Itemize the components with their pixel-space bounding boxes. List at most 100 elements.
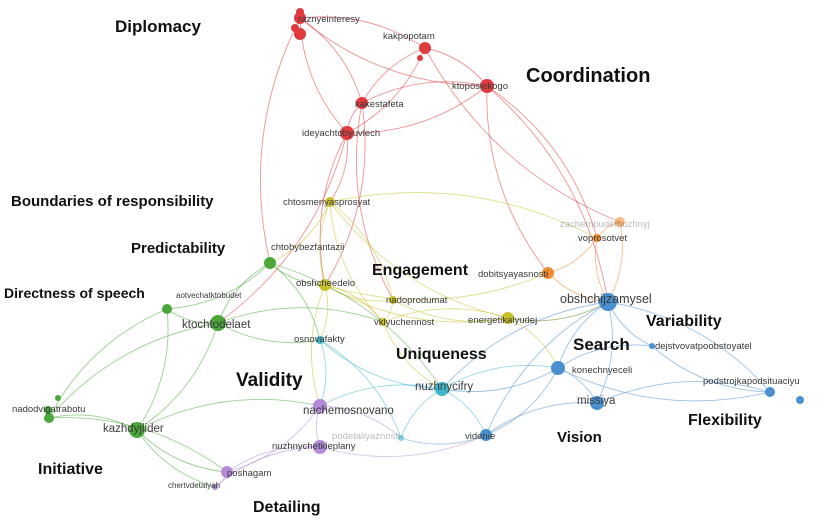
node-dot-cher[interactable] [212, 484, 218, 490]
node-voprosotvet[interactable]: voprosotvet [578, 233, 627, 244]
node-obshcheedelo[interactable]: obshcheedelo [296, 278, 355, 291]
node-dot-vopr[interactable] [593, 234, 601, 242]
node-label-nachemosnovano: nachemosnovano [303, 405, 394, 417]
edge-kone-dejs [557, 344, 653, 369]
node-dot-kake[interactable] [356, 97, 368, 109]
node-dot-obsc[interactable] [319, 279, 331, 291]
node-podetaliyaznosti[interactable]: podetaliyaznosti [332, 431, 404, 442]
node-nuzhnychetkieplany[interactable]: nuzhnychetkieplany [272, 440, 356, 454]
node-dot-zach[interactable] [615, 217, 625, 227]
cluster-label-layer: Diplomacy Coordination Boundaries of res… [4, 17, 762, 516]
node-dot-nacn[interactable] [313, 399, 327, 413]
node-label-dobitsyayasnosti: dobitsyayasnosti [478, 269, 548, 280]
minor-node-dot-4 [44, 406, 52, 414]
edge-kazh-posh [136, 429, 228, 473]
edge-nacn-pode [319, 405, 402, 439]
cluster-search: Search [573, 335, 630, 354]
node-dot-dobi[interactable] [542, 267, 554, 279]
node-aotvechatktobudet[interactable]: aotvechatktobudet [162, 291, 242, 314]
node-dot-chtb[interactable] [264, 257, 276, 269]
node-label-podetaliyaznosti: podetaliyaznosti [332, 431, 400, 442]
node-kazhdyjlider[interactable]: kazhdyjlider [103, 422, 164, 438]
node-nadodvigatrabotu[interactable]: nadodvigatrabotu [12, 404, 85, 423]
node-chtobybezfantazii[interactable]: chtobybezfantazii [264, 242, 344, 269]
node-nachemosnovano[interactable]: nachemosnovano [303, 399, 394, 417]
node-dot-idey[interactable] [340, 126, 354, 140]
edge-ktoc-osno [217, 322, 321, 344]
node-label-voprosotvet: voprosotvet [578, 233, 627, 244]
node-dot-nuzc[interactable] [435, 382, 449, 396]
node-ktoposlekogo[interactable]: ktoposlekogo [452, 79, 508, 93]
node-label-nuzhnychetkieplany: nuzhnychetkieplany [272, 441, 356, 452]
node-vklyuchennost[interactable]: vklyuchennost [374, 317, 435, 328]
node-dot-ktoc[interactable] [210, 315, 226, 331]
node-label-ktoposlekogo: ktoposlekogo [452, 81, 508, 92]
node-dot-posh[interactable] [221, 466, 233, 478]
edge-kakp-ktop [424, 47, 488, 87]
edge-ktop-dobi [486, 85, 549, 274]
edge-kake-nado [355, 102, 394, 301]
node-dot-nuzp[interactable] [313, 440, 327, 454]
node-podstrojkapodsituaciyu[interactable]: podstrojkapodsituaciyu [703, 376, 800, 397]
node-dot-kone[interactable] [551, 361, 565, 375]
cluster-coordination: Coordination [526, 65, 650, 87]
node-dot-chto[interactable] [325, 197, 335, 207]
node-dot-pode[interactable] [398, 435, 404, 441]
edge-nuzc-vide [441, 388, 487, 436]
node-energetikalyudej[interactable]: energetikalyudej [468, 312, 537, 326]
edge-nuzp-cher [214, 446, 321, 488]
node-obshchijzamysel[interactable]: obshchijzamysel [560, 292, 652, 311]
node-osnovafakty[interactable]: osnovafakty [294, 334, 345, 345]
node-nuzhnycifry[interactable]: nuzhnycifry [415, 381, 473, 396]
edge-aotv-kazh [136, 308, 169, 431]
edge-chtb-aotv [166, 262, 271, 310]
cluster-predictability: Predictability [131, 240, 226, 257]
node-dot-nado[interactable] [389, 296, 397, 304]
node-nadoprodumat[interactable]: nadoprodumat [386, 295, 448, 306]
node-ktochtodelaet[interactable]: ktochtodelaet [182, 315, 251, 331]
node-dot-vkly[interactable] [379, 318, 387, 326]
node-kakestafeta[interactable]: kakestafeta [355, 97, 404, 110]
node-dot-vide[interactable] [480, 429, 492, 441]
edge-kakp-kake [361, 47, 426, 104]
minor-node-dot-5 [55, 395, 61, 401]
edge-obsc-nacn [311, 284, 326, 407]
node-dot-obsz[interactable] [599, 293, 617, 311]
node-dot-pods[interactable] [765, 387, 775, 397]
node-poshagam[interactable]: poshagam [221, 466, 271, 479]
cluster-vision: Vision [557, 429, 602, 446]
node-dot-nado2[interactable] [44, 413, 54, 423]
node-label-ideyachtobyuvlech: ideyachtobyuvlech [302, 128, 380, 139]
node-chtosmenyasprosyat[interactable]: chtosmenyasprosyat [283, 197, 370, 208]
node-dejstvovatpoobstoyatel[interactable]: dejstvovatpoobstoyatel [649, 341, 752, 352]
node-zachembudetnuzhnyj[interactable]: zachembudetnuzhnyj [560, 217, 650, 230]
edge-nuzc-kone [441, 364, 559, 390]
node-videnie[interactable]: videnie [465, 429, 495, 442]
node-dot-kakp[interactable] [419, 42, 431, 54]
node-dot-kazh[interactable] [129, 422, 145, 438]
node-label-nadodvigatrabotu: nadodvigatrabotu [12, 404, 85, 415]
node-dot-ktop[interactable] [480, 79, 494, 93]
node-dot-dejs[interactable] [649, 343, 655, 349]
node-raznyeinteresy[interactable]: raznyeinteresy [294, 12, 360, 25]
edge-miss-pods [596, 381, 771, 404]
node-dot-razn[interactable] [294, 12, 306, 24]
edge-obsz-pods [607, 301, 771, 393]
edge-razn-kakp [299, 16, 426, 49]
node-missiya[interactable]: missiya [577, 395, 616, 410]
node-dobitsyayasnosti[interactable]: dobitsyayasnosti [478, 267, 554, 280]
node-kakpopotam[interactable]: kakpopotam [383, 31, 435, 54]
node-dot-ener[interactable] [502, 312, 514, 324]
edge-aotv-nado2 [48, 308, 168, 419]
node-chertvdetalyah[interactable]: chertvdetalyah [168, 481, 220, 490]
node-dot-aotv[interactable] [162, 304, 172, 314]
edge-ktop-obsz [486, 85, 609, 303]
cluster-detailing: Detailing [253, 499, 321, 516]
node-konechnyeceli[interactable]: konechnyeceli [551, 361, 632, 376]
minor-node-dot-0 [294, 28, 306, 40]
node-dot-osno[interactable] [316, 336, 324, 344]
node-dot-miss[interactable] [590, 396, 604, 410]
node-label-chtosmenyasprosyat: chtosmenyasprosyat [283, 197, 370, 208]
edge-osno-nacn [319, 339, 327, 407]
node-ideyachtobyuvlech[interactable]: ideyachtobyuvlech [302, 126, 380, 140]
